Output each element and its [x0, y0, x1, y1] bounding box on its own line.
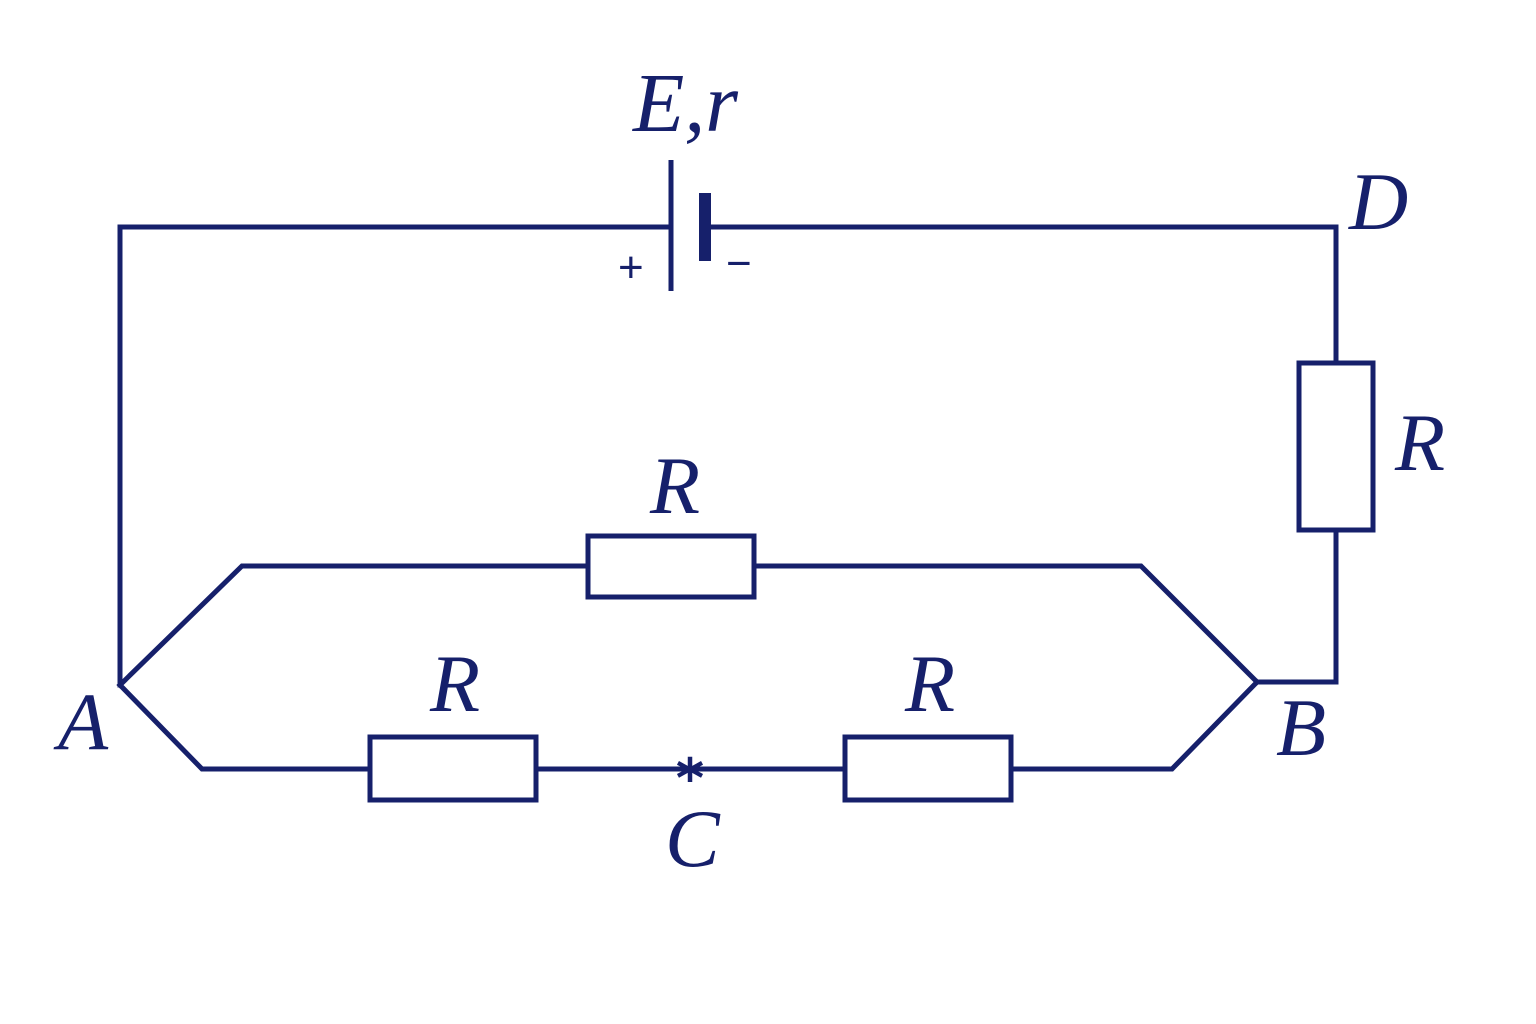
- node-label-D: D: [1348, 156, 1408, 247]
- positive-sign: +: [618, 243, 644, 292]
- resistor-label-top-branch: R: [649, 440, 700, 531]
- resistor-bottom-left: [367, 734, 539, 803]
- wire-lower-branch: [116, 678, 1261, 772]
- source-label: E,r: [632, 57, 738, 150]
- node-label-C: C: [665, 793, 721, 884]
- resistor-bottom-right: [842, 734, 1014, 803]
- junction-marker-c: *: [676, 747, 704, 810]
- wire-right-lower: [1254, 527, 1339, 685]
- wire-left-vertical: [117, 224, 673, 688]
- resistor-label-right: R: [1394, 397, 1445, 488]
- resistor-right: [1296, 360, 1376, 533]
- node-label-A: A: [53, 676, 109, 767]
- node-label-B: B: [1276, 682, 1326, 773]
- negative-sign: −: [726, 239, 752, 288]
- resistor-label-bottom-right: R: [904, 638, 955, 729]
- resistor-label-bottom-left: R: [429, 638, 480, 729]
- resistor-top-branch: [585, 533, 757, 600]
- wire-top-right: [702, 224, 1339, 366]
